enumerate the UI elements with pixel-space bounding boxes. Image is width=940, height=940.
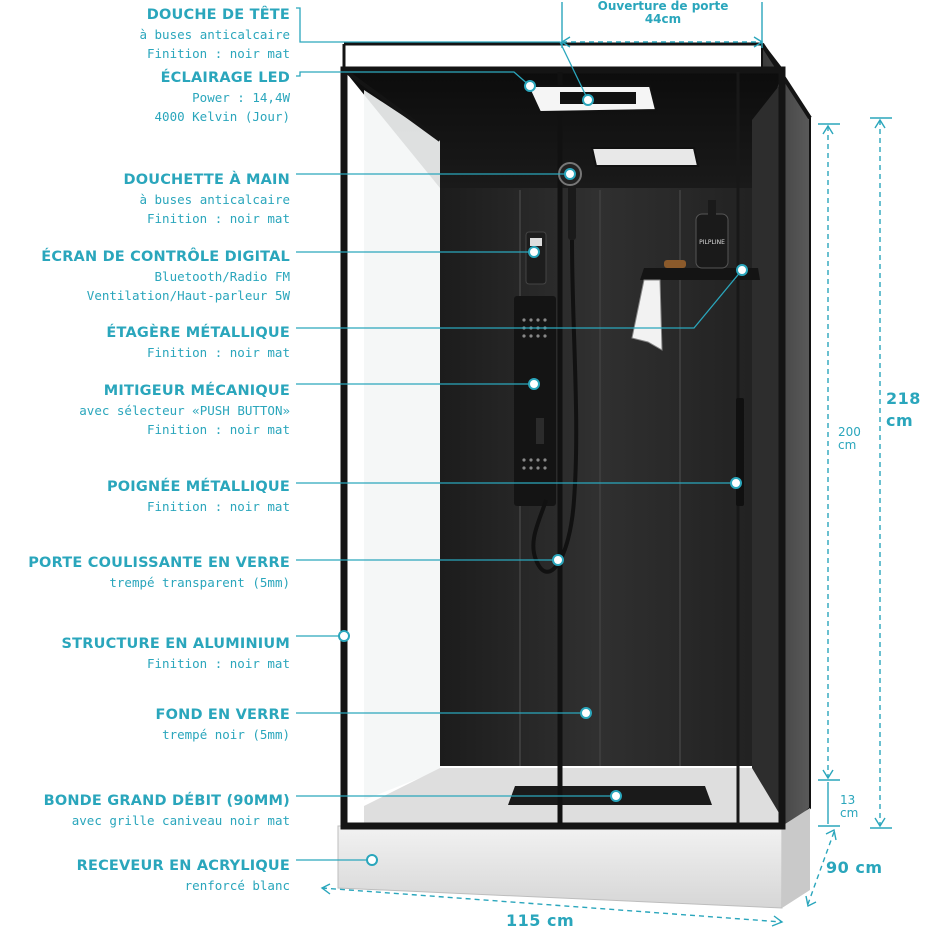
left-glass-wall (364, 90, 440, 800)
glass-height-dimension: 200 cm (838, 426, 861, 452)
label-line: Finition : noir mat (147, 211, 290, 226)
label-line: trempé transparent (5mm) (109, 575, 290, 590)
label-title: STRUCTURE EN ALUMINIUM (61, 636, 290, 652)
bottle-label: PILPLINE (699, 239, 725, 246)
label-metal-shelf: ÉTAGÈRE MÉTALLIQUE Finition : noir mat (106, 324, 290, 362)
label-title: RECEVEUR EN ACRYLIQUE (76, 858, 290, 874)
label-title: PORTE COULISSANTE EN VERRE (28, 555, 290, 571)
metal-handle (736, 398, 744, 506)
label-line: à buses anticalcaire (139, 192, 290, 207)
glass-height-value: 200 (838, 425, 861, 439)
label-hand-shower: DOUCHETTE À MAIN à buses anticalcaire Fi… (123, 171, 290, 228)
aluminium-frame (340, 66, 786, 830)
tray-height-dimension: 13 cm (840, 794, 858, 820)
label-title: DOUCHE DE TÊTE (146, 7, 290, 23)
tray-height-value: 13 (840, 793, 856, 807)
label-sliding-door: PORTE COULISSANTE EN VERRE trempé transp… (28, 554, 290, 592)
label-line: Finition : noir mat (147, 499, 290, 514)
metal-shelf (640, 268, 760, 280)
label-title: FOND EN VERRE (155, 707, 290, 723)
label-head-shower: DOUCHE DE TÊTE à buses anticalcaire Fini… (139, 6, 290, 63)
label-mixer: MITIGEUR MÉCANIQUE avec sélecteur «PUSH … (79, 382, 290, 439)
label-title: MITIGEUR MÉCANIQUE (103, 383, 290, 399)
tray-height-unit: cm (840, 806, 859, 820)
label-line: 4000 Kelvin (Jour) (154, 109, 290, 124)
label-line: Ventilation/Haut-parleur 5W (86, 288, 290, 303)
label-line: Finition : noir mat (147, 656, 290, 671)
label-line: avec sélecteur «PUSH BUTTON» (79, 403, 290, 418)
total-height-value: 218 (886, 389, 921, 408)
label-line: Finition : noir mat (147, 422, 290, 437)
dimension-lines (320, 2, 892, 927)
total-height-unit: cm (886, 411, 914, 430)
label-line: trempé noir (5mm) (162, 727, 290, 742)
label-line: renforcé blanc (184, 878, 290, 893)
acrylic-tray-front (337, 825, 783, 909)
label-acrylic-tray: RECEVEUR EN ACRYLIQUE renforcé blanc (77, 857, 290, 895)
label-line: Finition : noir mat (147, 46, 290, 61)
right-glass-wall (752, 82, 782, 818)
back-glass-wall (440, 120, 752, 766)
depth-dimension: 90 cm (826, 858, 883, 877)
label-line: Finition : noir mat (147, 345, 290, 360)
label-led-lighting: ÉCLAIRAGE LED Power : 14,4W 4000 Kelvin … (155, 69, 290, 126)
label-title: POIGNÉE MÉTALLIQUE (106, 479, 290, 495)
label-line: avec grille caniveau noir mat (71, 813, 290, 828)
total-height-dimension: 218 cm (886, 388, 921, 432)
label-drain: BONDE GRAND DÉBIT (90MM) avec grille can… (44, 792, 290, 830)
door-opening-value: 44cm (644, 12, 682, 26)
label-aluminium-structure: STRUCTURE EN ALUMINIUM Finition : noir m… (62, 635, 290, 673)
label-title: DOUCHETTE À MAIN (123, 172, 290, 188)
label-metal-handle: POIGNÉE MÉTALLIQUE Finition : noir mat (107, 478, 290, 516)
width-dimension: 115 cm (506, 911, 575, 930)
shower-hose (531, 239, 579, 574)
label-title: BONDE GRAND DÉBIT (90MM) (43, 793, 290, 809)
control-column (514, 296, 556, 506)
leader-lines (296, 7, 743, 861)
acrylic-tray-side (782, 808, 810, 908)
label-title: ÉCRAN DE CONTRÔLE DIGITAL (41, 249, 290, 265)
label-title: ÉTAGÈRE MÉTALLIQUE (106, 325, 290, 341)
label-line: Power : 14,4W (192, 90, 290, 105)
door-opening-dimension: Ouverture de porte 44cm (578, 0, 748, 26)
label-line: Bluetooth/Radio FM (154, 269, 290, 284)
label-glass-back: FOND EN VERRE trempé noir (5mm) (155, 706, 290, 744)
label-line: à buses anticalcaire (139, 27, 290, 42)
label-digital-control-screen: ÉCRAN DE CONTRÔLE DIGITAL Bluetooth/Radi… (41, 248, 290, 305)
glass-height-unit: cm (838, 438, 857, 452)
door-opening-label: Ouverture de porte (597, 0, 729, 13)
callout-dots (338, 80, 748, 866)
label-title: ÉCLAIRAGE LED (160, 70, 290, 86)
